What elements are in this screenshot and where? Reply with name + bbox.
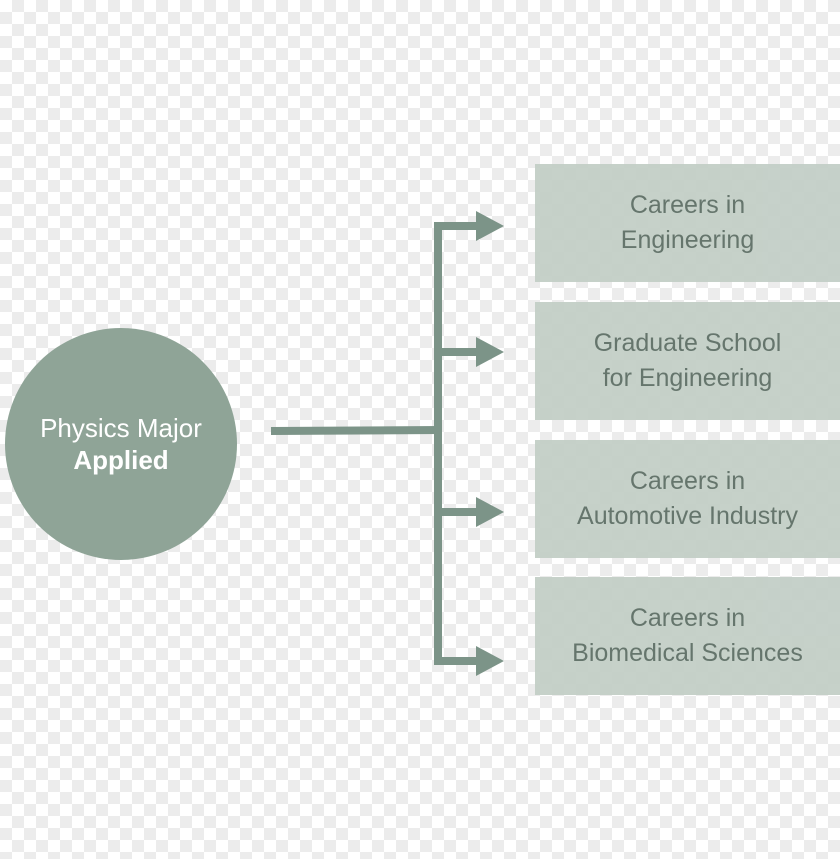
- physics-major-circle: Physics Major Applied: [5, 328, 237, 560]
- arrow-head-4: [476, 646, 504, 676]
- arrow-head-2: [476, 337, 504, 367]
- arrow-head-3: [476, 497, 504, 527]
- outcome-label-line2: Engineering: [620, 226, 755, 254]
- outcome-box-automotive-careers: Careers in Automotive Industry: [535, 440, 840, 558]
- root-subtitle: Applied: [73, 445, 169, 475]
- outcome-label-line2: Automotive Industry: [577, 502, 798, 530]
- outcome-box-biomedical-careers: Careers in Biomedical Sciences: [535, 577, 840, 695]
- outcome-label-line2: for Engineering: [602, 364, 773, 392]
- root-title: Physics Major: [40, 413, 202, 443]
- outcome-box-engineering-careers: Careers in Engineering: [535, 164, 840, 282]
- arrow-head-1: [476, 211, 504, 241]
- outcome-label-line1: Careers in: [629, 604, 746, 632]
- outcome-label-line1: Careers in: [629, 191, 746, 219]
- outcome-label-line1: Careers in: [629, 467, 746, 495]
- outcome-label-line1: Graduate School: [593, 329, 782, 357]
- main-connector-line: [270, 426, 443, 435]
- outcome-label-line2: Biomedical Sciences: [572, 639, 803, 667]
- outcome-box-graduate-school: Graduate School for Engineering: [535, 302, 840, 420]
